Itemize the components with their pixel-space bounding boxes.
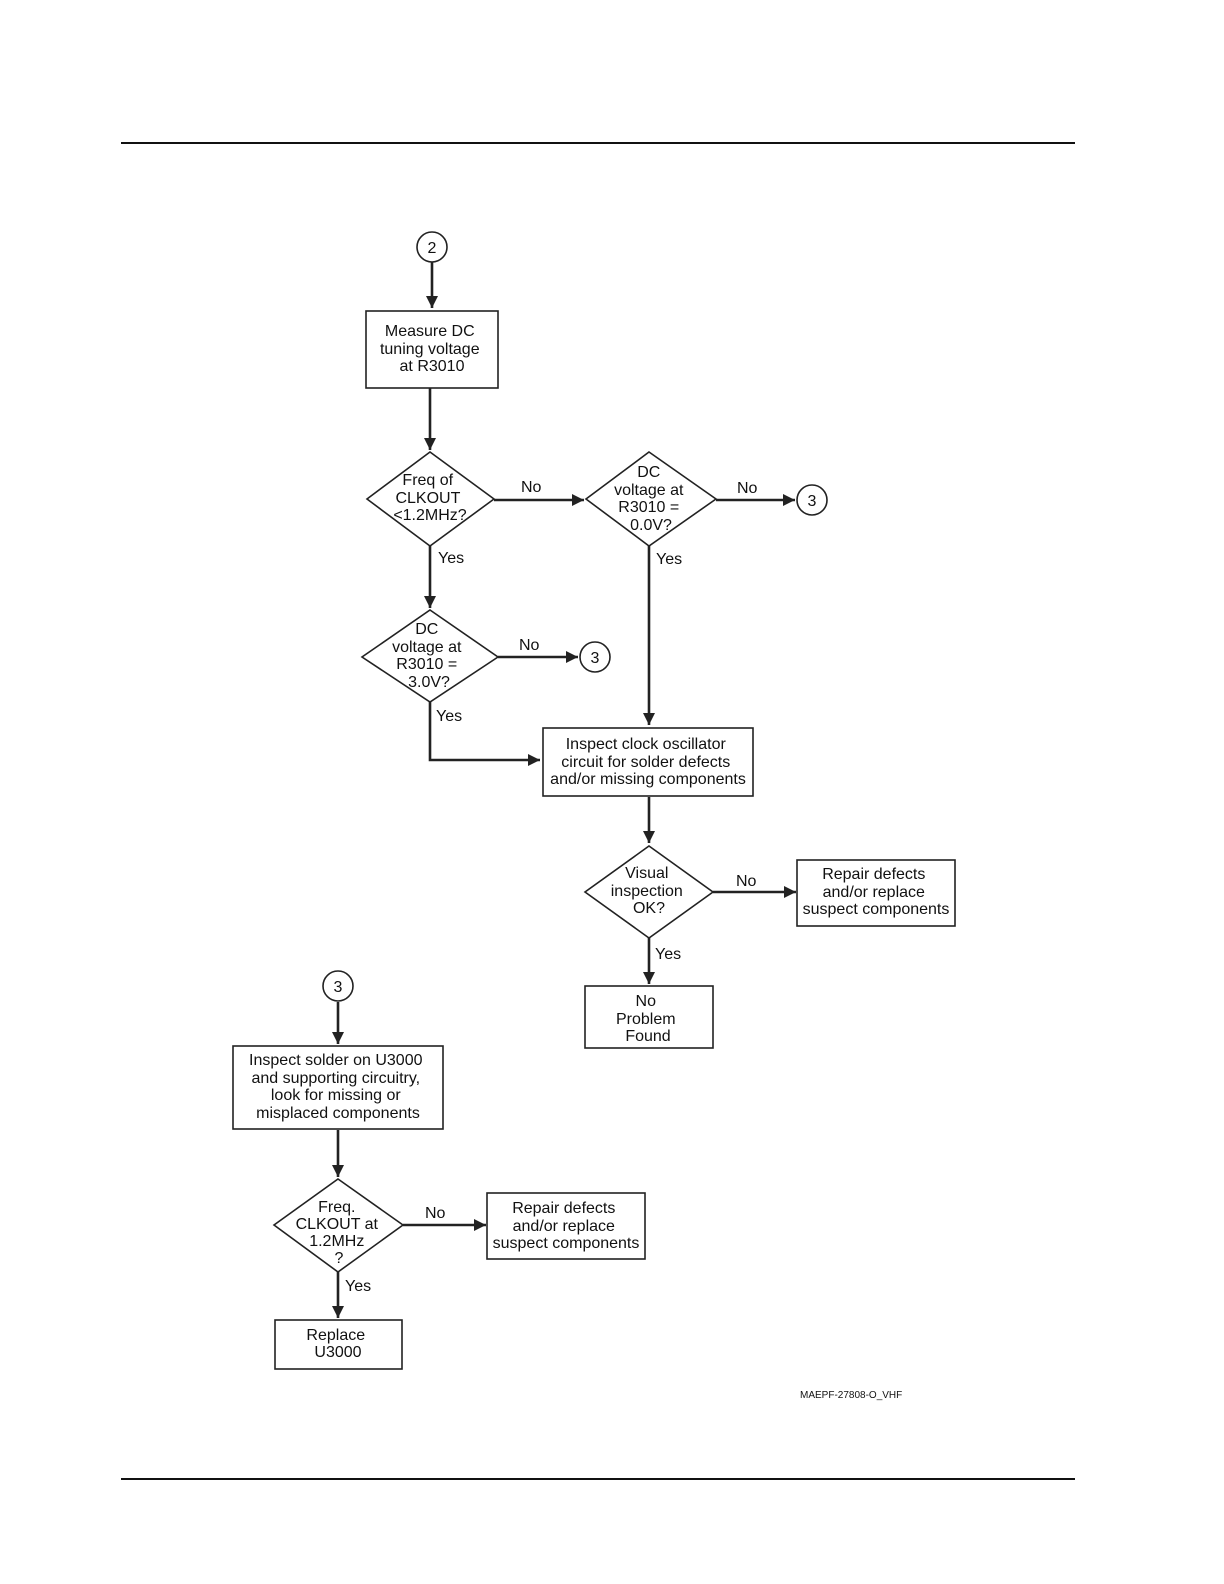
repair-1-line-3: suspect components: [803, 901, 950, 918]
inspect-solder-line-4: misplaced components: [256, 1105, 420, 1122]
inspect-solder-line-3: look for missing or: [271, 1087, 401, 1104]
svg-text:Visual inspection: Visual inspection OK?: [611, 865, 688, 917]
connector-3-bottom-label: 3: [334, 979, 343, 996]
dc-voltage-0v-decision: DC voltage at R3010 = 0.0V?: [584, 451, 718, 547]
freq-clkout-line-1: Freq of: [402, 472, 453, 489]
repair-2-line-1: Repair defects: [512, 1200, 615, 1217]
no-problem-line-3: Found: [625, 1028, 670, 1045]
visual-line-2: inspection: [611, 883, 683, 900]
connector-3-mid: 3: [579, 641, 611, 673]
replace-u3000-box: Replace U3000: [274, 1319, 403, 1370]
replace-u3000-line-1: Replace: [306, 1327, 365, 1344]
measure-dc-line-3: at R3010: [400, 358, 465, 375]
freq-12mhz-decision: Freq. CLKOUT at 1.2MHz ?: [272, 1178, 405, 1273]
dc-0v-line-2: voltage at: [614, 482, 684, 499]
inspect-clock-line-2: circuit for solder defects: [561, 754, 730, 771]
label-no-dc3v: No: [519, 637, 540, 654]
no-problem-line-1: No: [636, 993, 657, 1010]
dc-3v-line-2: voltage at: [392, 639, 462, 656]
svg-text:Inspect clock oscillator: Inspect clock oscillator circuit for sol…: [550, 736, 746, 788]
label-yes-freq12: Yes: [345, 1278, 371, 1295]
visual-inspection-decision: Visual inspection OK?: [583, 845, 715, 939]
svg-text:Freq. CLKOUT at 1.: Freq. CLKOUT at 1.2MHz ?: [296, 1199, 383, 1267]
freq-12-line-4: ?: [335, 1250, 344, 1267]
svg-text:Repair defects and/or re: Repair defects and/or replace suspect co…: [803, 866, 950, 918]
dc-3v-line-4: 3.0V?: [408, 674, 450, 691]
label-no-visual: No: [736, 873, 757, 890]
label-no-freq12: No: [425, 1205, 446, 1222]
repair-defects-box-2: Repair defects and/or replace suspect co…: [486, 1192, 646, 1260]
freq-clkout-line-3: <1.2MHz?: [393, 507, 466, 524]
repair-defects-box-1: Repair defects and/or replace suspect co…: [796, 859, 956, 927]
dc-voltage-3v-decision: DC voltage at R3010 = 3.0V?: [360, 609, 500, 703]
inspect-solder-line-2: and supporting circuitry,: [251, 1070, 420, 1087]
measure-dc-box: Measure DC tuning voltage at R3010: [365, 310, 499, 389]
svg-text:Replace U3000: Replace U3000: [306, 1327, 369, 1361]
measure-dc-line-2: tuning voltage: [380, 341, 480, 358]
repair-2-line-2: and/or replace: [513, 1218, 615, 1235]
inspect-clock-line-3: and/or missing components: [550, 771, 746, 788]
visual-line-3: OK?: [633, 900, 665, 917]
repair-2-line-3: suspect components: [493, 1235, 640, 1252]
freq-clkout-decision: Freq of CLKOUT <1.2MHz?: [365, 451, 496, 547]
freq-clkout-line-2: CLKOUT: [395, 490, 460, 507]
inspect-clock-box: Inspect clock oscillator circuit for sol…: [542, 727, 754, 797]
connector-2: 2: [416, 231, 448, 263]
freq-12-line-1: Freq.: [318, 1199, 355, 1216]
label-no-dc0v: No: [737, 480, 758, 497]
svg-text:No Problem Found: No Problem Found: [616, 993, 680, 1045]
inspect-solder-line-1: Inspect solder on U3000: [249, 1052, 423, 1069]
replace-u3000-line-2: U3000: [314, 1344, 361, 1361]
no-problem-found-box: No Problem Found: [584, 985, 714, 1049]
label-yes-dc3v: Yes: [436, 708, 462, 725]
repair-1-line-1: Repair defects: [822, 866, 925, 883]
dc-0v-line-3: R3010 =: [618, 499, 679, 516]
dc-3v-line-1: DC: [415, 621, 438, 638]
measure-dc-line-1: Measure DC: [385, 323, 475, 340]
no-problem-line-2: Problem: [616, 1011, 676, 1028]
label-yes-visual: Yes: [655, 946, 681, 963]
repair-1-line-2: and/or replace: [823, 884, 925, 901]
dc-0v-line-4: 0.0V?: [630, 517, 672, 534]
svg-text:Freq of CLKOUT <1.: Freq of CLKOUT <1.2MHz?: [393, 472, 466, 524]
visual-line-1: Visual: [625, 865, 668, 882]
label-no-freq: No: [521, 479, 542, 496]
dc-0v-line-1: DC: [637, 464, 660, 481]
svg-text:Measure DC tuning voltag: Measure DC tuning voltage at R3010: [380, 323, 484, 375]
svg-text:Inspect solder on U3000: Inspect solder on U3000 and supporting c…: [249, 1052, 427, 1122]
connector-3-mid-label: 3: [591, 650, 600, 667]
edge-dc3v-yes-to-inspect: [428, 702, 540, 766]
dc-3v-line-3: R3010 =: [396, 656, 457, 673]
freq-12-line-3: 1.2MHz: [309, 1233, 364, 1250]
label-yes-freq: Yes: [438, 550, 464, 567]
connector-3-bottom: 3: [322, 970, 354, 1002]
connector-3-top-label: 3: [808, 493, 817, 510]
connector-3-top: 3: [796, 484, 828, 516]
figure-code: MAEPF-27808-O_VHF: [800, 1390, 902, 1401]
svg-text:DC voltage at R301: DC voltage at R3010 = 3.0V?: [392, 621, 466, 691]
freq-12-line-2: CLKOUT at: [296, 1216, 379, 1233]
inspect-clock-line-1: Inspect clock oscillator: [566, 736, 727, 753]
label-yes-dc0v: Yes: [656, 551, 682, 568]
svg-text:DC voltage at R301: DC voltage at R3010 = 0.0V?: [614, 464, 688, 534]
svg-text:Repair defects and/or re: Repair defects and/or replace suspect co…: [493, 1200, 640, 1252]
inspect-solder-box: Inspect solder on U3000 and supporting c…: [232, 1045, 444, 1130]
connector-2-label: 2: [428, 240, 437, 257]
